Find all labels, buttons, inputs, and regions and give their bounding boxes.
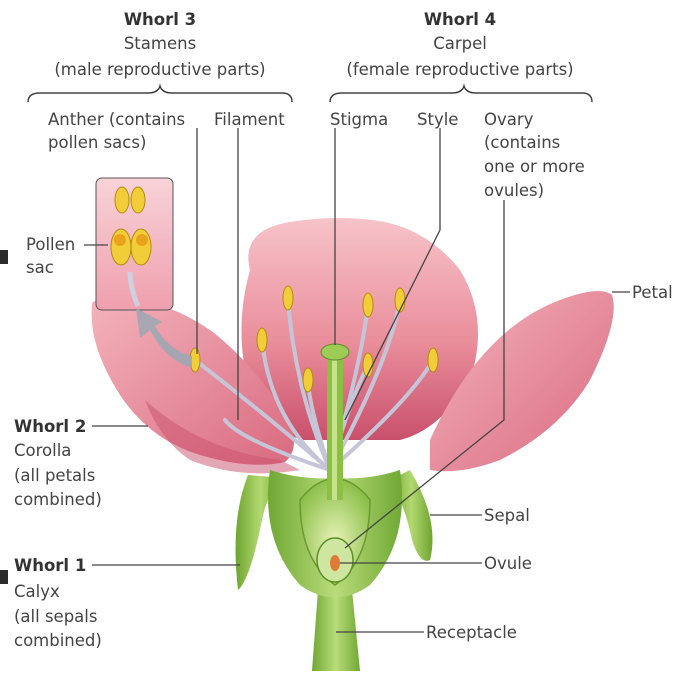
edge-marker-top	[0, 250, 8, 264]
whorl4-name: Carpel	[400, 32, 520, 55]
ovule-shape	[330, 555, 340, 571]
edge-marker-bottom	[0, 570, 8, 584]
anther-label-line2: pollen sacs)	[48, 131, 146, 154]
sepal-label: Sepal	[484, 504, 530, 527]
whorl2-desc-line2: combined)	[14, 488, 102, 511]
whorl3-name: Stamens	[100, 32, 220, 55]
style-highlight	[332, 360, 337, 500]
pollen-label-line1: Pollen	[26, 233, 75, 256]
style-label: Style	[417, 108, 458, 131]
stigma-top	[321, 344, 349, 360]
ovary-label-line1: Ovary	[484, 108, 533, 131]
whorl1-title: Whorl 1	[14, 554, 86, 577]
whorl2-title: Whorl 2	[14, 415, 86, 438]
whorl1-desc-line2: combined)	[14, 629, 102, 652]
whorl3-title: Whorl 3	[100, 8, 220, 31]
whorl4-bracket	[330, 86, 592, 102]
pollen-label-line2: sac	[26, 256, 54, 279]
whorl2-name: Corolla	[14, 439, 71, 462]
whorl3-bracket	[28, 86, 292, 102]
ovary-label-line2: (contains	[484, 131, 560, 154]
whorl2-desc-line1: (all petals	[14, 464, 95, 487]
stem	[312, 590, 360, 671]
receptacle-label: Receptacle	[426, 621, 517, 644]
petal-label: Petal	[632, 281, 673, 304]
ovule-label: Ovule	[484, 552, 532, 575]
anther-label-line1: Anther (contains	[48, 108, 185, 131]
whorl4-title: Whorl 4	[400, 8, 520, 31]
whorl1-name: Calyx	[14, 580, 60, 603]
ovary-label-line4: ovules)	[484, 179, 544, 202]
filament-label: Filament	[214, 108, 285, 131]
ovary-label-line3: one or more	[484, 155, 585, 178]
whorl4-desc: (female reproductive parts)	[335, 58, 585, 81]
whorl1-desc-line1: (all sepals	[14, 605, 97, 628]
whorl3-desc: (male reproductive parts)	[40, 58, 280, 81]
stigma-label: Stigma	[330, 108, 388, 131]
